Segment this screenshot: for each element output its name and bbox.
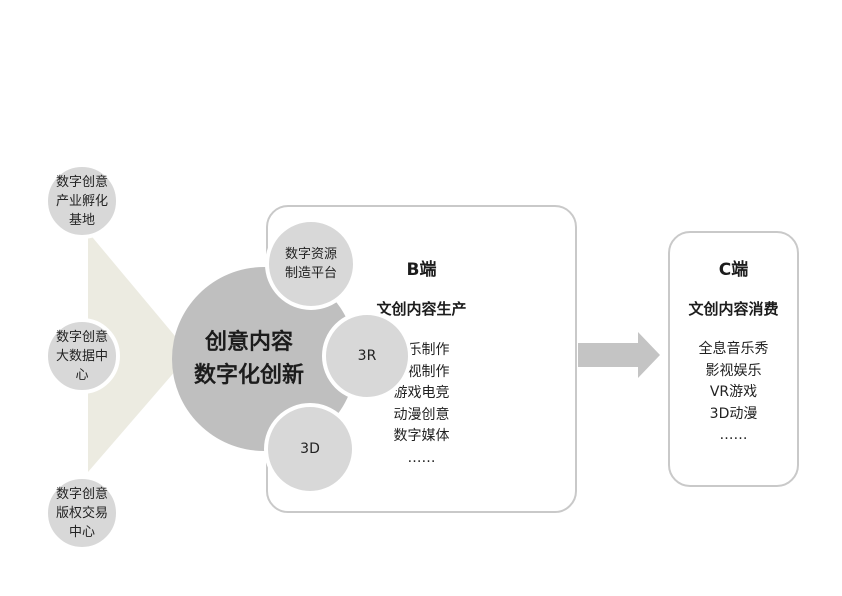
satellite-3r-label: 3R xyxy=(357,347,377,364)
c-end-card: C端 文创内容消费 全息音乐秀 影视娱乐 VR游戏 3D动漫 …… xyxy=(668,231,799,487)
circle-big-data-center: 数字创意 大数据中心 xyxy=(44,318,120,394)
b-end-subtitle: 文创内容生产 xyxy=(376,300,467,318)
satellite-resource-platform: 数字资源 制造平台 xyxy=(265,218,357,310)
funnel-shape xyxy=(88,232,190,472)
list-item: 数字媒体 xyxy=(393,428,450,444)
c-end-subtitle: 文创内容消费 xyxy=(688,300,779,318)
b-end-title: B端 xyxy=(406,260,437,280)
incubation-base-label: 数字创意 产业孵化 基地 xyxy=(55,174,108,228)
circle-incubation-base: 数字创意 产业孵化 基地 xyxy=(44,163,120,239)
list-item: …… xyxy=(719,427,748,443)
arrow-b-to-c xyxy=(578,332,660,378)
list-item: 全息音乐秀 xyxy=(698,341,769,357)
satellite-3r: 3R xyxy=(322,311,412,401)
satellite-3d-label: 3D xyxy=(300,440,320,457)
satellite-3d: 3D xyxy=(264,403,356,495)
resource-platform-label: 数字资源 制造平台 xyxy=(284,247,337,281)
big-data-center-label: 数字创意 大数据中心 xyxy=(55,329,108,383)
list-item: …… xyxy=(407,449,436,466)
list-item: 游戏电竞 xyxy=(393,385,450,401)
c-end-list: 全息音乐秀 影视娱乐 VR游戏 3D动漫 …… xyxy=(670,339,797,447)
list-item: 3D动漫 xyxy=(709,405,758,422)
copyright-exchange-label: 数字创意 版权交易 中心 xyxy=(55,486,108,540)
list-item: VR游戏 xyxy=(709,384,758,400)
circle-copyright-exchange: 数字创意 版权交易 中心 xyxy=(44,475,120,551)
list-item: 影视娱乐 xyxy=(705,362,762,379)
hub-label: 创意内容 数字化创新 xyxy=(193,330,304,388)
c-end-title: C端 xyxy=(718,260,749,280)
list-item: 动漫创意 xyxy=(393,406,450,423)
